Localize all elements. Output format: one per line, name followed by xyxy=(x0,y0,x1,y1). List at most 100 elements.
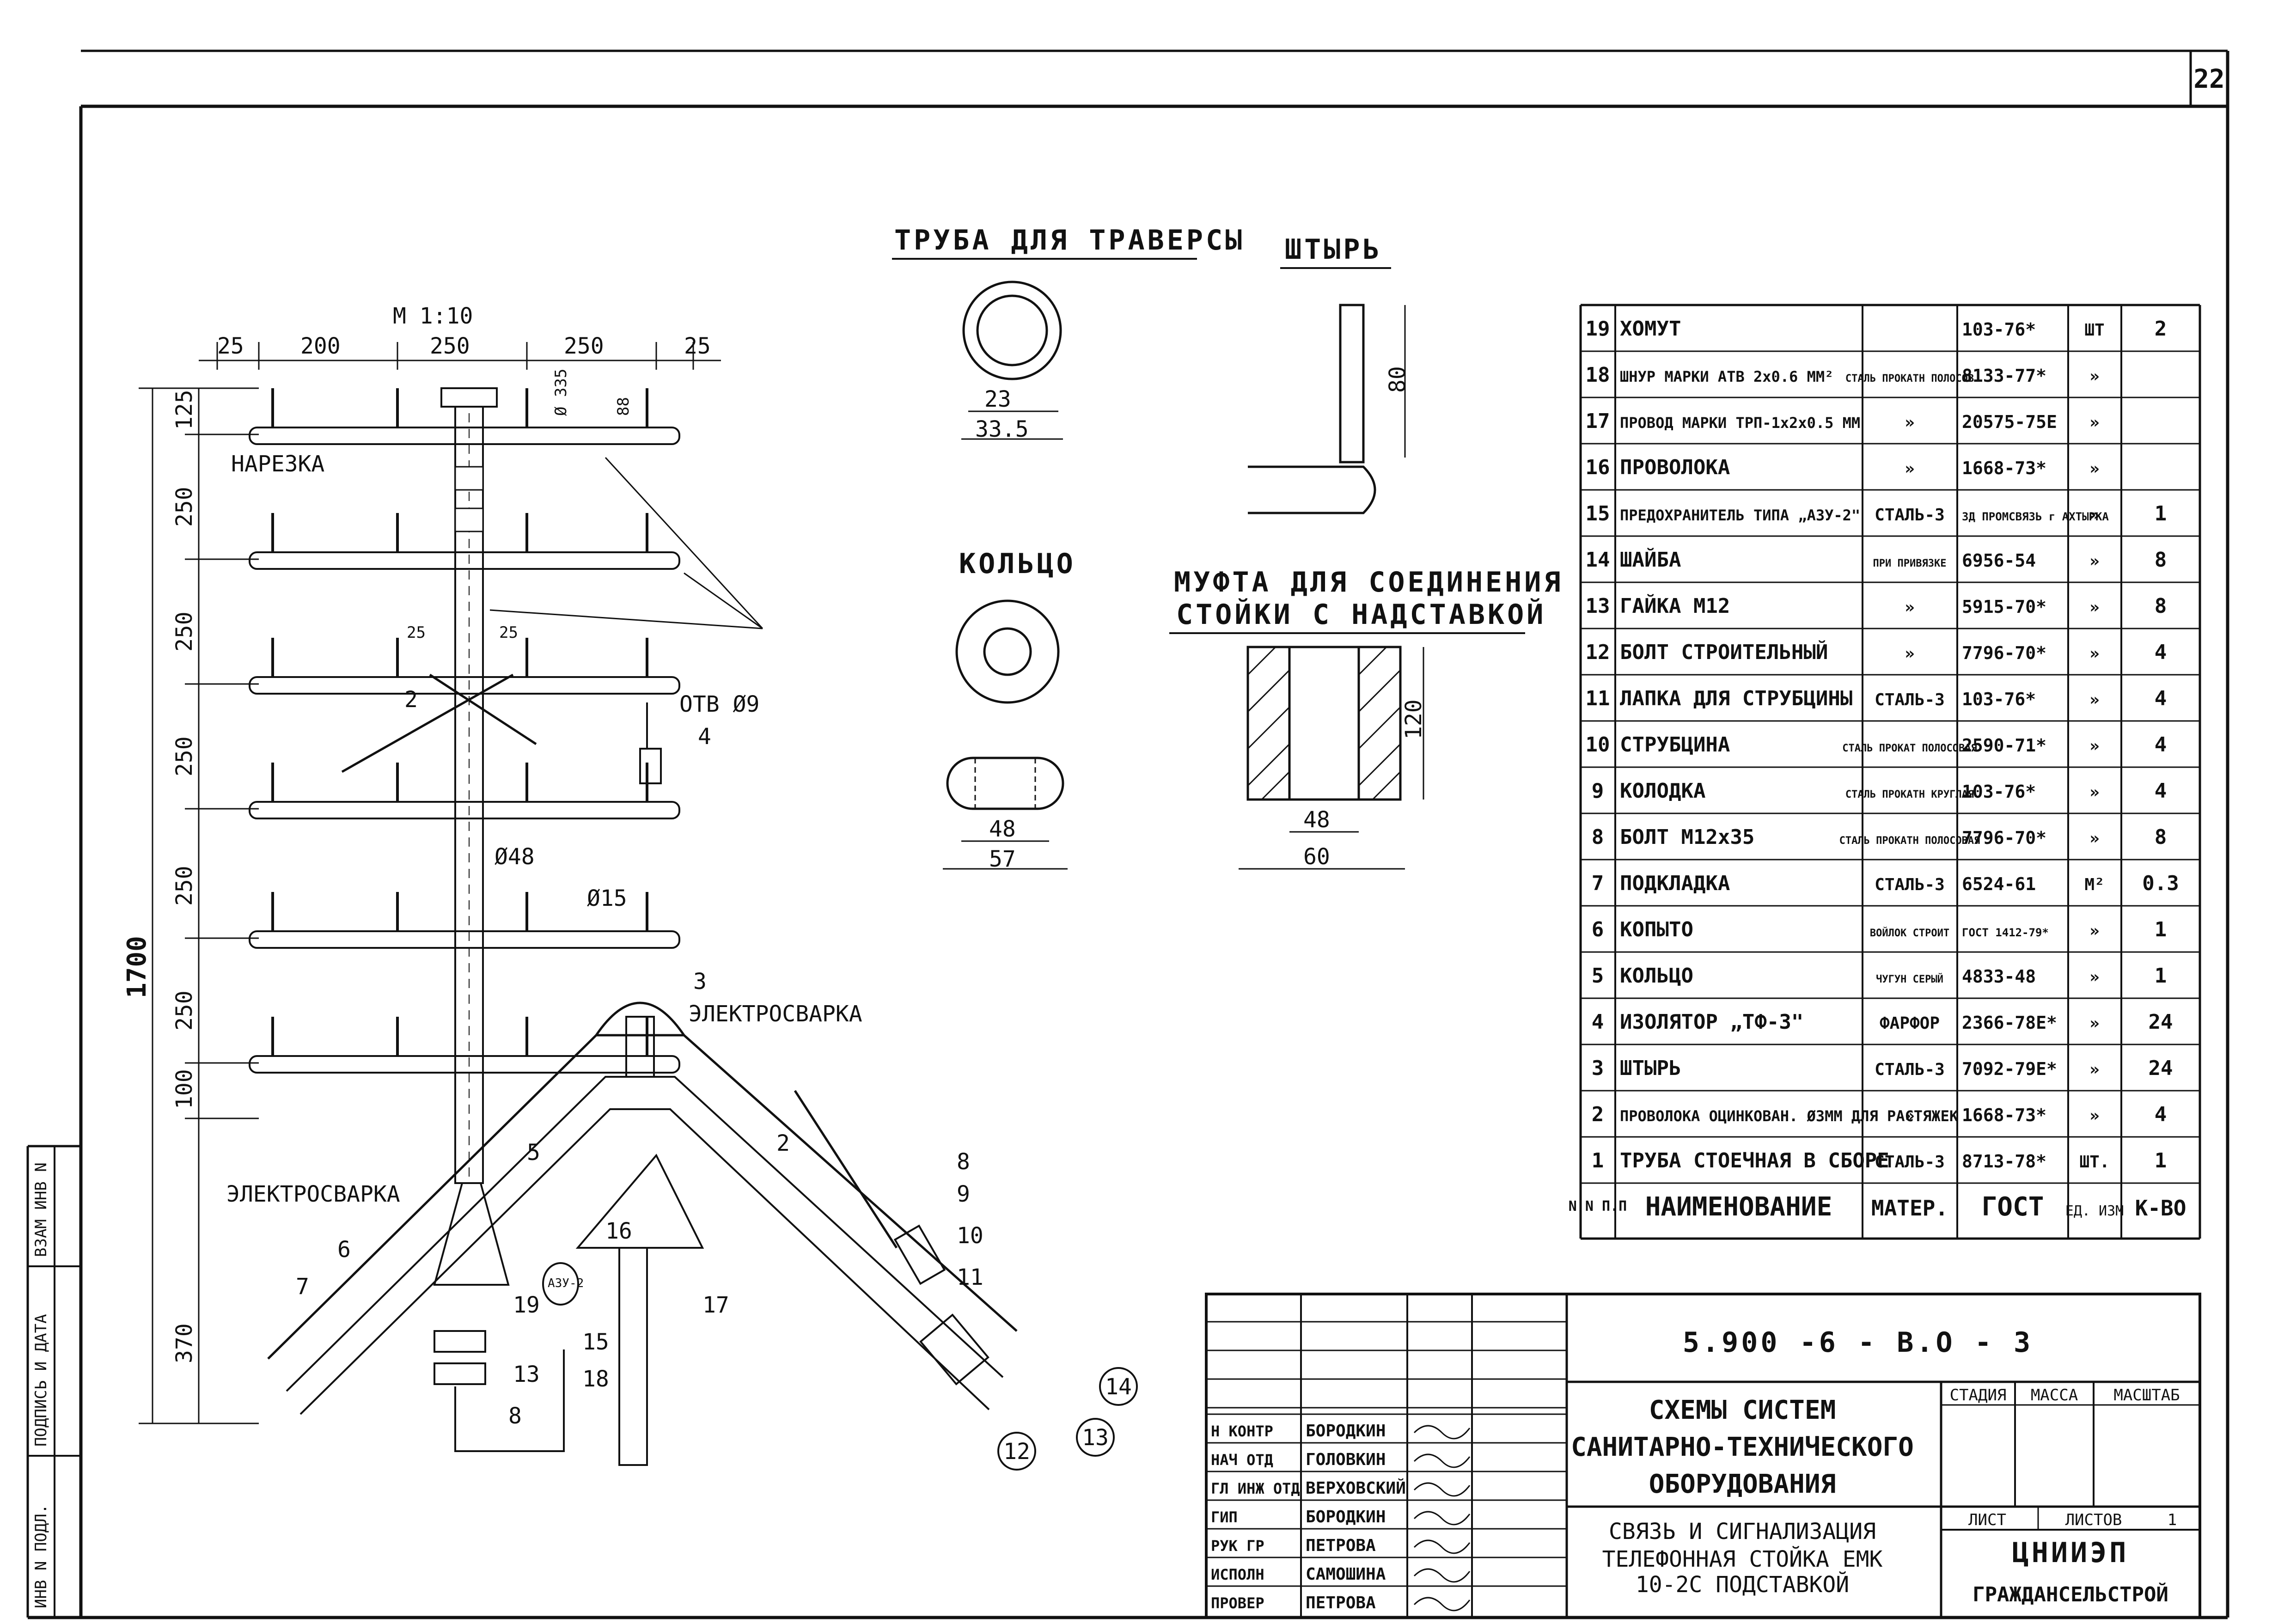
bom-item-material: » xyxy=(1905,459,1915,478)
bom-item-name: ШТЫРЬ xyxy=(1620,1056,1681,1080)
traverse-row-5 xyxy=(249,892,680,949)
bom-item-name: ХОМУТ xyxy=(1620,317,1681,341)
top-dim-1: 25 xyxy=(217,333,244,359)
bom-item-name: ПРОВОЛОКА xyxy=(1620,456,1730,479)
bom-item-gost: 3Д ПРОМСВЯЗЬ г АХТЫРКА xyxy=(1962,510,2109,523)
bom-item-unit: » xyxy=(2089,829,2100,848)
bom-item-material: ВОЙЛОК СТРОИТ xyxy=(1870,927,1949,939)
signature-person: ПЕТРОВА xyxy=(1306,1593,1376,1612)
left-dim-2: 250 xyxy=(171,487,197,527)
bom-item-gost: 20575-75Е xyxy=(1962,412,2057,432)
bom-header-qty: К-ВО xyxy=(2135,1196,2186,1221)
bom-header-mat: МАТЕР. xyxy=(1871,1196,1948,1221)
bom-item-gost: 103-76* xyxy=(1962,689,2036,709)
bom-item-material: ФАРФОР xyxy=(1880,1014,1940,1033)
bom-item-unit: » xyxy=(2089,598,2100,617)
callout-13b: 13 xyxy=(1082,1425,1109,1451)
bom-item-unit: » xyxy=(2089,737,2100,756)
dim88-label: 88 xyxy=(614,397,633,416)
coupling-title: МУФТА ДЛЯ СОЕДИНЕНИЯ xyxy=(1174,566,1563,598)
callout-17: 17 xyxy=(702,1292,729,1318)
callout-6: 6 xyxy=(337,1237,351,1263)
bom-header-name: НАИМЕНОВАНИЕ xyxy=(1645,1192,1832,1222)
bom-item-unit: » xyxy=(2089,922,2100,940)
scale-label: М 1:10 xyxy=(393,303,473,329)
bom-item-material: » xyxy=(1905,1106,1915,1125)
bom-item-name: СТРУБЦИНА xyxy=(1620,733,1730,757)
bom-item-unit: » xyxy=(2089,644,2100,663)
callout-16: 16 xyxy=(605,1218,632,1244)
bom-item-gost: 103-76* xyxy=(1962,781,2036,802)
callouts: 3 4 5 6 7 8 13 15 18 19 16 17 2 2 8 9 10… xyxy=(296,687,1138,1471)
bom-item-name: КОЛЬЦО xyxy=(1620,964,1693,988)
bom-item-material: СТАЛЬ-3 xyxy=(1875,1060,1945,1079)
bom-item-quantity: 24 xyxy=(2149,1056,2173,1080)
signature-person: ГОЛОВКИН xyxy=(1306,1450,1386,1469)
bom-item-gost: 6956-54 xyxy=(1962,550,2036,571)
pole-pipe xyxy=(440,387,498,1184)
bom-item-gost: 1668-73* xyxy=(1962,1105,2046,1125)
traverse-row-1 xyxy=(249,388,680,445)
bom-item-material: СТАЛЬ ПРОКАТН ПОЛОСОВ xyxy=(1845,373,1974,385)
bom-item-material: » xyxy=(1905,644,1915,663)
bom-item-material: СТАЛЬ-3 xyxy=(1875,1153,1945,1172)
bom-item-name: КОПЫТО xyxy=(1620,918,1693,941)
bom-item-quantity: 1 xyxy=(2155,1149,2167,1172)
bom-item-unit: » xyxy=(2089,968,2100,987)
bom-item-material: ЧУГУН СЕРЫЙ xyxy=(1876,973,1943,985)
d15-label: Ø15 xyxy=(587,885,627,911)
bom-item-unit: М² xyxy=(2084,875,2104,894)
callout-8: 8 xyxy=(508,1403,522,1429)
bom-header-num: N N П.П xyxy=(1569,1198,1627,1215)
detail-pipe-traverse: ТРУБА ДЛЯ ТРАВЕРСЫ 23 33.5 xyxy=(892,224,1242,442)
bom-item-gost: 8713-78* xyxy=(1962,1151,2046,1172)
side-strip-inv: ИНВ N ПОДЛ. xyxy=(32,1504,50,1608)
org-name-2: ГРАЖДАНСЕЛЬСТРОЙ xyxy=(1973,1582,2168,1606)
bom-item-name: ПОДКЛАДКА xyxy=(1620,872,1730,895)
sheets-value: 1 xyxy=(2168,1511,2177,1529)
signature-mark xyxy=(1413,1511,1471,1526)
side-strip-vzam: ВЗАМ ИНВ N xyxy=(32,1162,50,1257)
weld-label-2: ЭЛЕКТРОСВАРКА xyxy=(226,1181,400,1207)
title-block: 5.900 -6 - В.О - 3 СХЕМЫ СИСТЕМ САНИТАРН… xyxy=(1205,1293,2201,1619)
fuse-label: АЗУ-2 xyxy=(548,1276,584,1290)
bom-item-unit: » xyxy=(2089,1060,2100,1079)
bom-item-material: СТАЛЬ-3 xyxy=(1875,690,1945,709)
bom-item-name: ПРОВОД МАРКИ ТРП-1х2х0.5 ММ xyxy=(1620,414,1860,432)
bom-item-gost: 8133-77* xyxy=(1962,366,2046,386)
bom-item-number: 7 xyxy=(1592,872,1604,895)
bom-item-quantity: 0.3 xyxy=(2142,872,2179,895)
bom-item-name: ГАЙКА М12 xyxy=(1620,593,1730,618)
coupling-dim-120: 120 xyxy=(1401,699,1427,739)
side-strip-sign: ПОДПИСЬ И ДАТА xyxy=(32,1314,50,1447)
total-height-dim: 1700 xyxy=(122,936,152,998)
bom-item-quantity: 8 xyxy=(2155,548,2167,572)
dim25a-label: 25 xyxy=(407,623,426,642)
bom-item-number: 12 xyxy=(1586,641,1610,664)
ring-dim-57: 57 xyxy=(989,846,1016,872)
cut-label: НАРЕЗКА xyxy=(231,451,324,477)
org-name-1: ЦНИИЭП xyxy=(2012,1537,2129,1569)
signature-role: ГЛ ИНЖ ОТД xyxy=(1211,1480,1300,1497)
bom-item-name: ПРОВОЛОКА ОЦИНКОВАН. Ø3ММ ДЛЯ РАСТЯЖЕК xyxy=(1620,1107,1959,1125)
bom-item-quantity: 24 xyxy=(2149,1010,2173,1034)
callout-3: 3 xyxy=(693,969,707,995)
bom-item-quantity: 1 xyxy=(2155,964,2167,988)
signature-mark xyxy=(1413,1568,1471,1583)
signature-person: САМОШИНА xyxy=(1306,1565,1386,1584)
bom-item-unit: » xyxy=(2089,552,2100,571)
left-dim-7: 100 xyxy=(171,1069,197,1109)
signature-role: РУК ГР xyxy=(1211,1537,1264,1555)
callout-2b: 2 xyxy=(404,687,418,713)
left-dim-5: 250 xyxy=(171,866,197,906)
signature-role: ГИП xyxy=(1211,1508,1238,1526)
bom-item-number: 6 xyxy=(1592,918,1604,941)
signature-role: ПРОВЕР xyxy=(1211,1594,1264,1612)
bom-item-number: 1 xyxy=(1592,1149,1604,1172)
bom-item-unit: » xyxy=(2089,783,2100,802)
bom-item-unit: ШТ. xyxy=(2079,1153,2109,1172)
bom-item-gost: 1668-73* xyxy=(1962,458,2046,478)
traverse-row-4 xyxy=(249,763,680,819)
bom-item-name: БОЛТ СТРОИТЕЛЬНЫЙ xyxy=(1620,640,1828,664)
